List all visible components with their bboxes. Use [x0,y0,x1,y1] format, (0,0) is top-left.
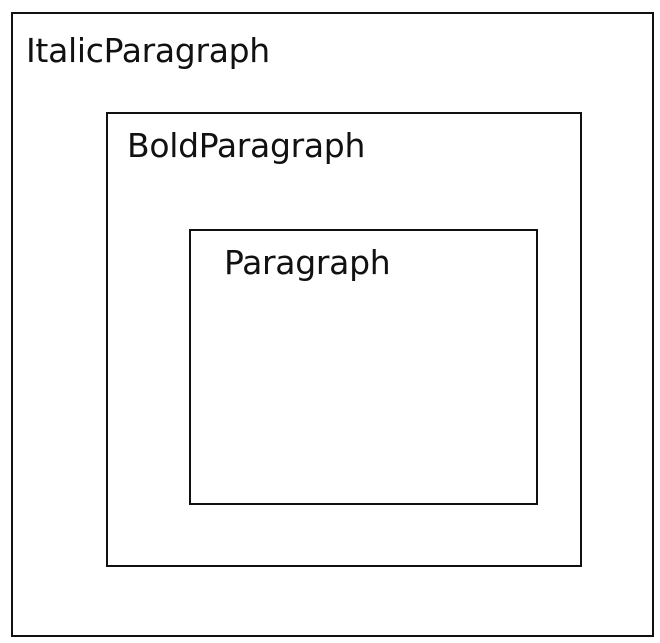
italic-paragraph-box: ItalicParagraph [11,12,654,637]
bold-paragraph-box: BoldParagraph [106,112,582,567]
bold-paragraph-label: BoldParagraph [127,126,366,165]
paragraph-label: Paragraph [224,243,391,282]
paragraph-box: Paragraph [189,229,538,505]
italic-paragraph-label: ItalicParagraph [26,31,270,70]
